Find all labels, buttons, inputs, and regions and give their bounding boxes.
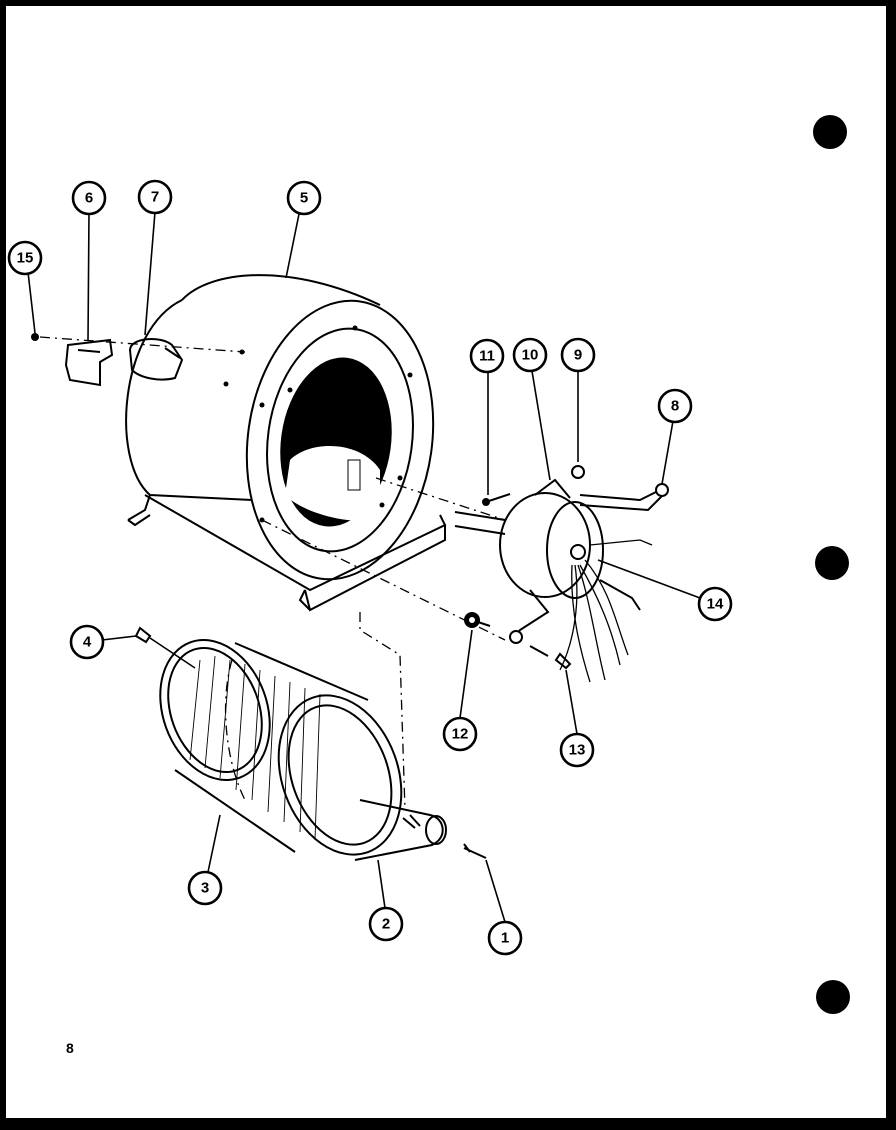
- motor-drawing: [454, 478, 669, 683]
- callout-14: 14: [697, 586, 733, 622]
- callout-10-label: 10: [522, 347, 539, 364]
- callout-2: 2: [368, 906, 404, 942]
- page-number: 8: [66, 1040, 74, 1056]
- callout-3-label: 3: [201, 880, 209, 897]
- callout-9: 9: [560, 337, 596, 373]
- callout-11-label: 11: [479, 348, 495, 365]
- callout-3: 3: [187, 870, 223, 906]
- callout-5-label: 5: [300, 190, 308, 207]
- callout-13: 13: [559, 732, 595, 768]
- callout-5: 5: [286, 180, 322, 216]
- callout-12-label: 12: [452, 726, 469, 743]
- callout-4-label: 4: [83, 634, 92, 651]
- blower-housing-drawing: [125, 274, 447, 612]
- callout-14-label: 14: [707, 596, 724, 613]
- leader-lines: [27, 211, 701, 923]
- callout-8-label: 8: [671, 398, 679, 415]
- binder-hole-top: [813, 115, 847, 149]
- hub-drawing: [354, 799, 447, 861]
- callout-11: 11: [469, 338, 505, 374]
- cutoff-clip-drawing: [128, 338, 184, 381]
- blower-wheel-drawing: [159, 639, 403, 856]
- callout-13-label: 13: [569, 742, 586, 759]
- small-hardware: [134, 465, 585, 859]
- callout-9-label: 9: [574, 347, 582, 364]
- binder-holes: [813, 115, 850, 1014]
- callout-1: 1: [487, 920, 523, 956]
- callout-15: 15: [7, 240, 43, 276]
- binder-hole-middle: [815, 546, 849, 580]
- callout-6-label: 6: [85, 190, 93, 207]
- callout-7-label: 7: [151, 189, 159, 206]
- callout-1-label: 1: [501, 930, 509, 947]
- bracket-drawing: [64, 338, 114, 387]
- callout-6: 6: [71, 180, 107, 216]
- binder-hole-bottom: [816, 980, 850, 1014]
- callout-10: 10: [512, 337, 548, 373]
- callout-4: 4: [69, 624, 105, 660]
- nut-15-drawing: [31, 333, 39, 341]
- callout-7: 7: [137, 179, 173, 215]
- callout-8: 8: [657, 388, 693, 424]
- callout-2-label: 2: [382, 916, 390, 933]
- callout-12: 12: [442, 716, 478, 752]
- callout-15-label: 15: [17, 250, 34, 267]
